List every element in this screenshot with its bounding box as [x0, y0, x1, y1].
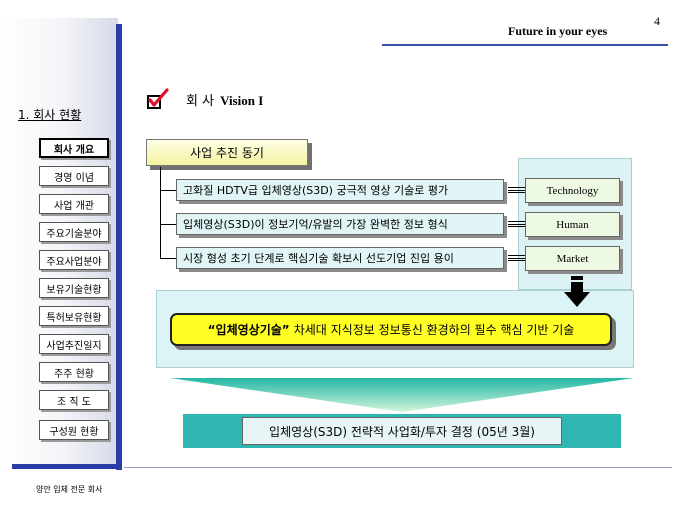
factor-market: Market — [525, 246, 620, 271]
page-heading: 회 사 Vision I — [186, 90, 263, 109]
sidebar-item-key-technologies[interactable]: 주요기술분야 — [39, 222, 109, 242]
connector-double-line — [508, 221, 526, 227]
motive-bracket-tick — [160, 258, 176, 259]
factor-technology: Technology — [525, 178, 620, 203]
footer-rule — [124, 467, 672, 468]
motive-bracket-line — [160, 167, 161, 259]
sidebar-item-key-businesses[interactable]: 주요사업분야 — [39, 250, 109, 270]
header-title: Future in your eyes — [508, 24, 608, 38]
heading-korean: 회 사 — [186, 94, 215, 109]
reason-human: 입체영상(S3D)이 정보기억/유발의 가장 완벽한 정보 형식 — [176, 213, 504, 235]
sidebar-vertical-rule — [116, 24, 122, 470]
header-rule — [382, 44, 668, 46]
factor-human: Human — [525, 212, 620, 237]
reason-technology: 고화질 HDTV급 입체영상(S3D) 궁극적 영상 기술로 평가 — [176, 179, 504, 201]
heading-english: Vision I — [220, 93, 264, 108]
core-technology-highlight: “입체영상기술” 차세대 지식정보 정보통신 환경하의 필수 핵심 기반 기술 — [170, 313, 612, 346]
sidebar-bottom-rule — [12, 464, 122, 469]
connector-double-line — [508, 255, 526, 261]
sidebar-item-org-chart[interactable]: 조 직 도 — [39, 390, 109, 410]
motive-bracket-tick — [160, 224, 176, 225]
highlight-text: 차세대 지식정보 정보통신 환경하의 필수 핵심 기반 기술 — [293, 323, 575, 337]
sidebar-item-owned-technologies[interactable]: 보유기술현황 — [39, 278, 109, 298]
checkbox-check-icon — [146, 88, 170, 110]
sidebar-item-company-overview[interactable]: 회사 개요 — [39, 138, 109, 158]
sidebar-item-business-overview[interactable]: 사업 개관 — [39, 194, 109, 214]
decision-text: 입체영상(S3D) 전략적 사업화/투자 결정 (05년 3월) — [242, 417, 562, 445]
page-number: 4 — [654, 14, 660, 28]
sidebar-item-shareholders[interactable]: 주주 현황 — [39, 362, 109, 382]
sidebar-item-members[interactable]: 구성원 현황 — [39, 420, 109, 440]
down-arrow-icon — [562, 276, 592, 308]
sidebar-item-management-philosophy[interactable]: 경영 이념 — [39, 166, 109, 186]
motive-bracket-tick — [160, 190, 176, 191]
decision-bar: 입체영상(S3D) 전략적 사업화/투자 결정 (05년 3월) — [183, 414, 621, 448]
sidebar-item-business-timeline[interactable]: 사업추진일지 — [39, 334, 109, 354]
flow-chevron — [170, 376, 634, 414]
highlight-keyword: “입체영상기술” — [207, 323, 290, 337]
reason-market: 시장 형성 초기 단계로 핵심기술 확보시 선도기업 진입 용이 — [176, 247, 504, 269]
business-motive-box: 사업 추진 동기 — [146, 139, 308, 166]
section-title: 1. 회사 현황 — [18, 108, 82, 122]
connector-double-line — [508, 187, 526, 193]
footer-text: 양안 입체 전문 회사 — [36, 485, 103, 494]
sidebar-item-patents[interactable]: 특허보유현황 — [39, 306, 109, 326]
